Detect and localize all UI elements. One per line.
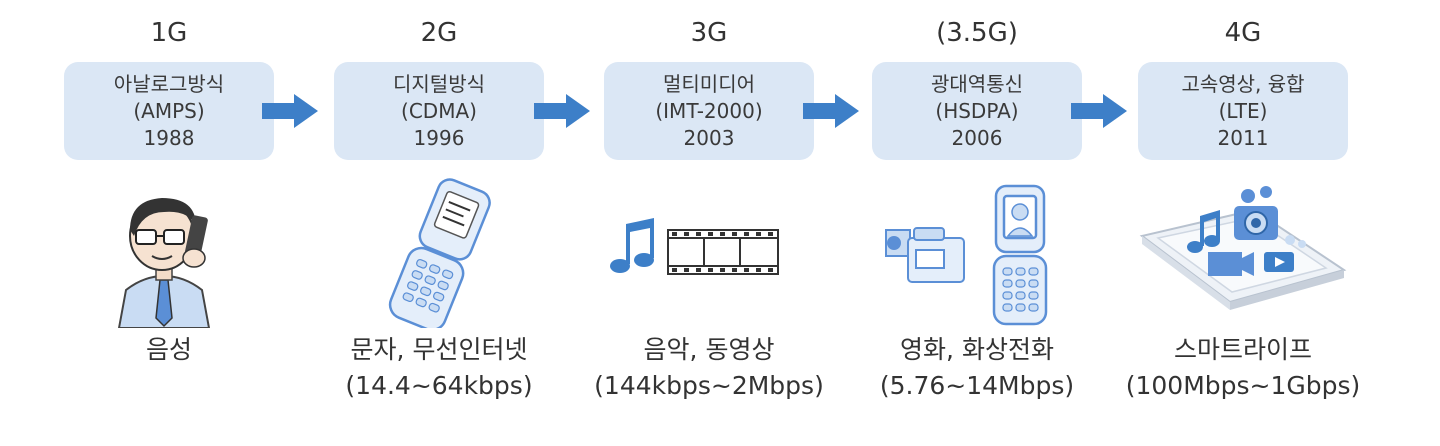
- generation-label: (3.5G): [936, 18, 1018, 48]
- service-name: 문자, 무선인터넷: [350, 335, 528, 364]
- phone-call-person-icon: [64, 178, 274, 329]
- speed-range: (5.76~14Mbps): [879, 371, 1075, 400]
- launch-year: 2006: [951, 125, 1003, 150]
- service-name: 스마트라이프: [1173, 335, 1312, 364]
- service-caption: 스마트라이프 (100Mbps~1Gbps): [1108, 332, 1378, 404]
- generation-label: 3G: [690, 18, 728, 48]
- generation-label: 4G: [1224, 18, 1262, 48]
- generation-label: 2G: [420, 18, 458, 48]
- launch-year: 2003: [683, 125, 735, 150]
- technology-standard: (AMPS): [133, 98, 205, 123]
- flip-phone-icon: [334, 178, 544, 332]
- technology-box: 멀티미디어 (IMT-2000) 2003: [604, 62, 814, 160]
- service-caption: 영화, 화상전화 (5.76~14Mbps): [842, 332, 1112, 404]
- camcorder-video-phone-icon: [872, 178, 1082, 328]
- service-name: 음악, 동영상: [643, 335, 775, 364]
- technology-standard: (IMT-2000): [655, 98, 763, 123]
- service-name: 영화, 화상전화: [900, 335, 1054, 364]
- technology-box: 광대역통신 (HSDPA) 2006: [872, 62, 1082, 160]
- launch-year: 1996: [413, 125, 465, 150]
- technology-name: 광대역통신: [931, 71, 1023, 96]
- arrow-icon: [262, 94, 318, 128]
- music-film-icon: [604, 178, 814, 328]
- technology-name: 디지털방식: [393, 71, 485, 96]
- launch-year: 1988: [143, 125, 195, 150]
- arrow-icon: [803, 94, 859, 128]
- technology-name: 아날로그방식: [113, 71, 225, 96]
- speed-range: (100Mbps~1Gbps): [1125, 371, 1361, 400]
- technology-standard: (LTE): [1218, 98, 1268, 123]
- speed-range: (144kbps~2Mbps): [594, 371, 824, 400]
- generation-label: 1G: [150, 18, 188, 48]
- technology-box: 아날로그방식 (AMPS) 1988: [64, 62, 274, 160]
- service-caption: 음악, 동영상 (144kbps~2Mbps): [574, 332, 844, 404]
- generation-3g: 3G 멀티미디어 (IMT-2000) 2003: [594, 0, 824, 446]
- technology-standard: (HSDPA): [935, 98, 1019, 123]
- arrow-icon: [534, 94, 590, 128]
- service-name: 음성: [145, 335, 192, 364]
- technology-box: 디지털방식 (CDMA) 1996: [334, 62, 544, 160]
- technology-standard: (CDMA): [401, 98, 477, 123]
- smartphone-media-icon: [1138, 178, 1348, 328]
- service-caption: 문자, 무선인터넷 (14.4~64kbps): [304, 332, 574, 404]
- service-caption: 음성: [34, 332, 304, 368]
- speed-range: (14.4~64kbps): [345, 371, 533, 400]
- generation-4g: 4G 고속영상, 융합 (LTE) 2011: [1126, 0, 1361, 446]
- technology-box: 고속영상, 융합 (LTE) 2011: [1138, 62, 1348, 160]
- launch-year: 2011: [1217, 125, 1269, 150]
- generation-3-5g: (3.5G) 광대역통신 (HSDPA) 2006: [872, 0, 1082, 446]
- technology-name: 멀티미디어: [663, 71, 755, 96]
- generation-1g: 1G 아날로그방식 (AMPS) 1988 음성: [64, 0, 274, 446]
- technology-name: 고속영상, 융합: [1181, 71, 1305, 96]
- generation-2g: 2G 디지털방식 (CDMA) 1996 문자, 무선인터: [334, 0, 544, 446]
- arrow-icon: [1071, 94, 1127, 128]
